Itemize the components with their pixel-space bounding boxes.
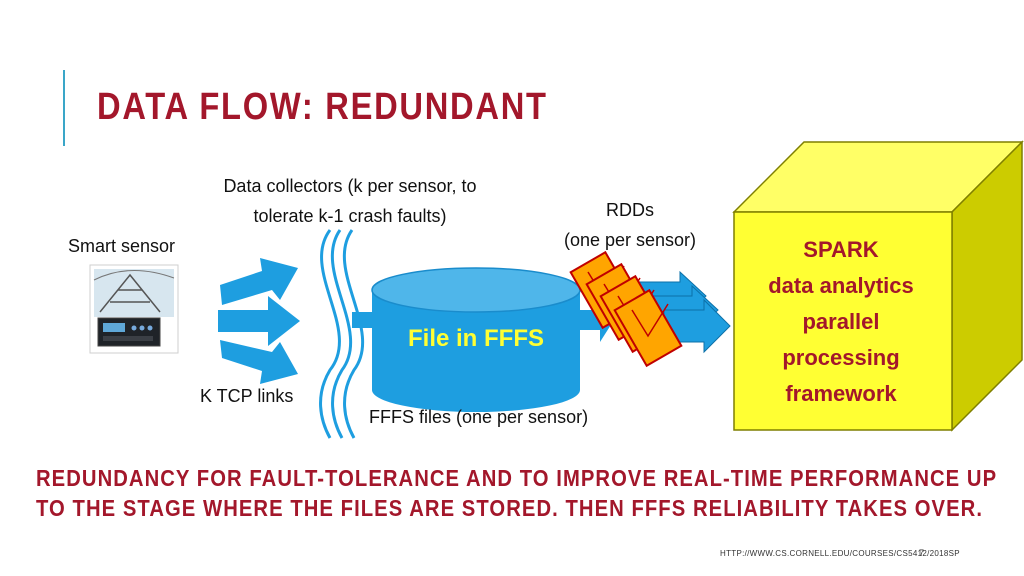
envelope-icon	[613, 288, 683, 368]
spark-cube	[732, 140, 1024, 432]
bottom-note-line2: TO THE STAGE WHERE THE FILES ARE STORED.…	[36, 495, 984, 521]
spark-label: SPARK data analytics parallel processing…	[740, 232, 942, 412]
smart-sensor-label: Smart sensor	[68, 236, 176, 256]
slide-title: DATA FLOW: REDUNDANT	[97, 86, 548, 128]
data-collectors-line1: Data collectors (k per sensor, to	[223, 176, 477, 196]
bottom-note-line1: REDUNDANCY FOR FAULT-TOLERANCE AND TO IM…	[36, 465, 998, 491]
tcp-arrow-middle	[218, 296, 300, 346]
data-collectors-label: Data collectors (k per sensor, to tolera…	[180, 171, 520, 231]
spark-line: framework	[785, 381, 897, 406]
data-collector-lines	[319, 229, 365, 439]
spark-line: parallel	[802, 309, 880, 334]
rdds-line1: RDDs	[606, 200, 654, 220]
tcp-link-arrows	[218, 258, 300, 384]
spark-line: data analytics	[768, 273, 914, 298]
rdds-label: RDDs (one per sensor)	[545, 195, 715, 255]
rdd-envelopes	[569, 250, 683, 368]
tcp-arrow-lower	[220, 340, 298, 384]
bottom-note: REDUNDANCY FOR FAULT-TOLERANCE AND TO IM…	[36, 463, 998, 523]
cylinder-label: File in FFFS	[408, 325, 544, 352]
ffs-files-label: FFFS files (one per sensor)	[369, 407, 589, 427]
rdds-line2: (one per sensor)	[563, 230, 697, 250]
data-collectors-line2: tolerate k-1 crash faults)	[253, 206, 447, 226]
spark-line: processing	[782, 345, 900, 370]
page-number: 7	[919, 548, 925, 558]
spark-line: SPARK	[803, 237, 879, 262]
tcp-arrow-upper	[220, 258, 298, 305]
tcp-links-label: K TCP links	[200, 386, 294, 406]
title-accent-line	[63, 70, 65, 146]
smart-sensor-image	[89, 264, 179, 354]
footer-url[interactable]: HTTP://WWW.CS.CORNELL.EDU/COURSES/CS5412…	[720, 549, 960, 558]
ffs-file-cylinder	[371, 267, 581, 412]
